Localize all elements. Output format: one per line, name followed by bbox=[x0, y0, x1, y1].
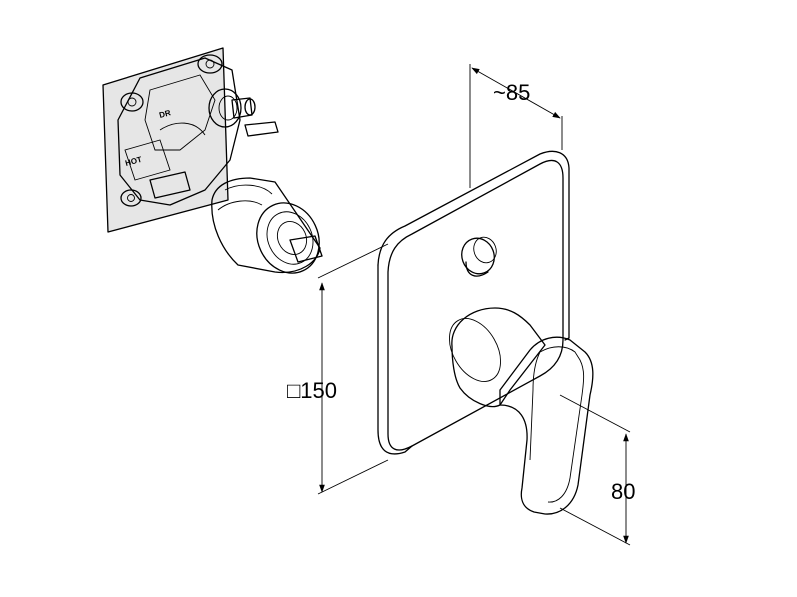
dimension-depth: ~85 bbox=[469, 64, 563, 188]
valve-body bbox=[117, 57, 241, 206]
hot-inlet bbox=[149, 171, 191, 199]
valve-mounting-plate bbox=[102, 47, 229, 233]
dimension-lever: 80 bbox=[559, 394, 635, 546]
mounting-ear-left bbox=[120, 92, 144, 112]
label-hot: HOT bbox=[124, 155, 143, 168]
dimension-plate: □150 bbox=[287, 243, 389, 495]
diverter-button[interactable] bbox=[457, 234, 500, 279]
trim-plate-edge bbox=[377, 150, 570, 341]
rough-in-valve: DR HOT bbox=[102, 47, 323, 274]
cartridge bbox=[211, 177, 321, 274]
dim-plate-label: □150 bbox=[287, 378, 337, 403]
mounting-ear-top bbox=[197, 54, 223, 74]
outlet-port-dr bbox=[208, 88, 256, 128]
stop-lever bbox=[244, 121, 279, 137]
trim-plate bbox=[387, 159, 564, 451]
trim-assembly bbox=[377, 150, 594, 515]
dim-lever-label: 80 bbox=[611, 479, 635, 504]
lever-handle[interactable] bbox=[439, 307, 594, 515]
mounting-ear-bottom bbox=[120, 189, 142, 207]
spindle bbox=[289, 235, 323, 263]
label-dr: DR bbox=[158, 108, 172, 120]
dim-depth-label: ~85 bbox=[493, 80, 530, 105]
